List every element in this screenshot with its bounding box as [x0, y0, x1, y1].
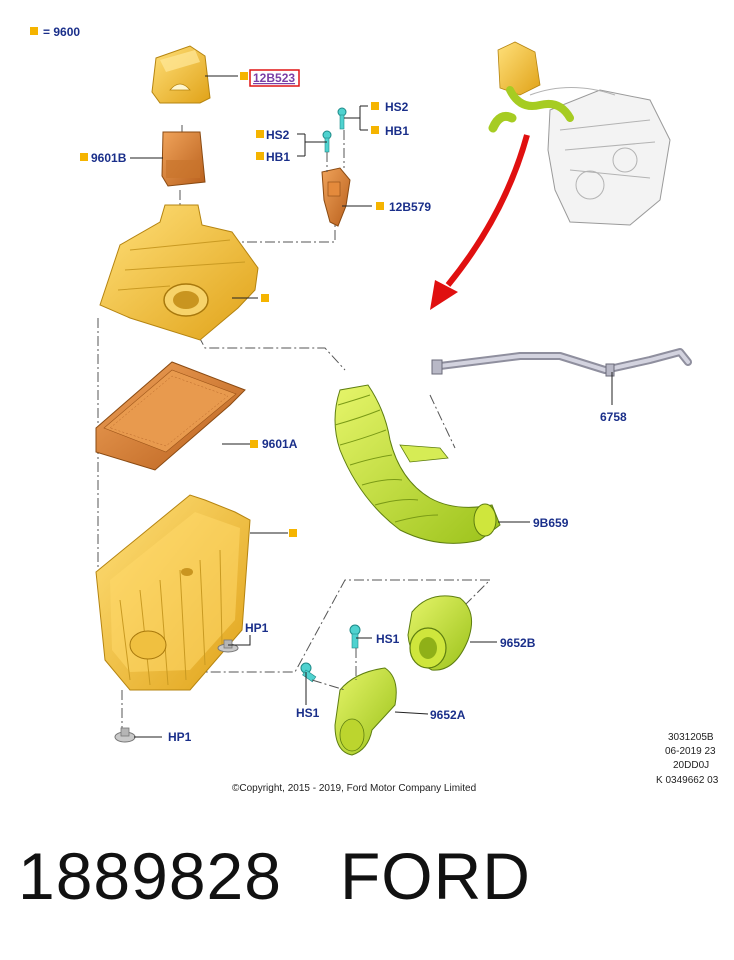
label-9601a[interactable]: 9601A: [262, 437, 298, 451]
legend-marker: [30, 27, 38, 35]
label-hb1-mid[interactable]: HB1: [266, 150, 290, 164]
bolt-hs2-top: [337, 107, 347, 130]
label-hs2-top[interactable]: HS2: [385, 100, 409, 114]
bolt-hs1-right: [349, 624, 361, 649]
air-filter-panel-9601a: [95, 361, 246, 471]
air-intake-duct-9b659: [334, 384, 501, 544]
label-9b659[interactable]: 9B659: [533, 516, 569, 530]
legend-text: = 9600: [43, 25, 80, 39]
label-hp1-right[interactable]: HP1: [245, 621, 269, 635]
label-hp1-bottom[interactable]: HP1: [168, 730, 192, 744]
label-9652a[interactable]: 9652A: [430, 708, 466, 722]
meta-line-4: K 0349662 03: [656, 775, 719, 786]
engine-location-thumbnail: [488, 41, 671, 226]
label-12b523[interactable]: 12B523: [253, 71, 295, 85]
label-hb1-top[interactable]: HB1: [385, 124, 409, 138]
callout-markers: [80, 72, 384, 537]
drawing-metadata: 3031205B 06-2019 23 20DD0J K 0349662 03: [656, 732, 719, 786]
label-hs1-left[interactable]: HS1: [296, 706, 320, 720]
filter-element-9601b: [161, 131, 206, 187]
breather-tube-6758: [431, 348, 692, 377]
highlight-box-12b523: [249, 69, 300, 87]
part-caption: 1889828 FORD: [18, 838, 531, 914]
air-intake-cover-12b523: [151, 45, 211, 104]
label-9601b[interactable]: 9601B: [91, 151, 127, 165]
label-hs2-mid[interactable]: HS2: [266, 128, 290, 142]
grommet-hp1-bottom: [114, 727, 136, 743]
label-6758[interactable]: 6758: [600, 410, 627, 424]
meta-line-1: 3031205B: [668, 732, 714, 743]
grommet-hp1-right: [217, 639, 239, 653]
label-12b579[interactable]: 12B579: [389, 200, 431, 214]
label-hs1-right[interactable]: HS1: [376, 632, 400, 646]
meta-line-3: 20DD0J: [673, 760, 709, 771]
legend: = 9600: [30, 25, 80, 39]
meta-line-2: 06-2019 23: [665, 746, 716, 757]
parts-diagram: = 9600: [30, 25, 719, 794]
bolt-hs1-left: [300, 662, 317, 683]
part-number: 1889828: [18, 839, 282, 913]
resonator-9652b: [407, 595, 473, 671]
callout-labels: 12B523 HS2 HB1 HS2 HB1 9601B 12B579 6758…: [91, 71, 627, 744]
label-9652b[interactable]: 9652B: [500, 636, 536, 650]
copyright-notice: ©Copyright, 2015 - 2019, Ford Motor Comp…: [232, 783, 476, 794]
air-cleaner-upper-housing: [99, 204, 259, 341]
leader-lines: [130, 75, 613, 738]
brand-name: FORD: [339, 839, 531, 913]
resonator-9652a: [334, 667, 397, 756]
air-cleaner-lower-tray: [95, 494, 251, 691]
location-arrow-red: [430, 134, 530, 310]
sensor-bracket-12b579: [321, 167, 351, 227]
